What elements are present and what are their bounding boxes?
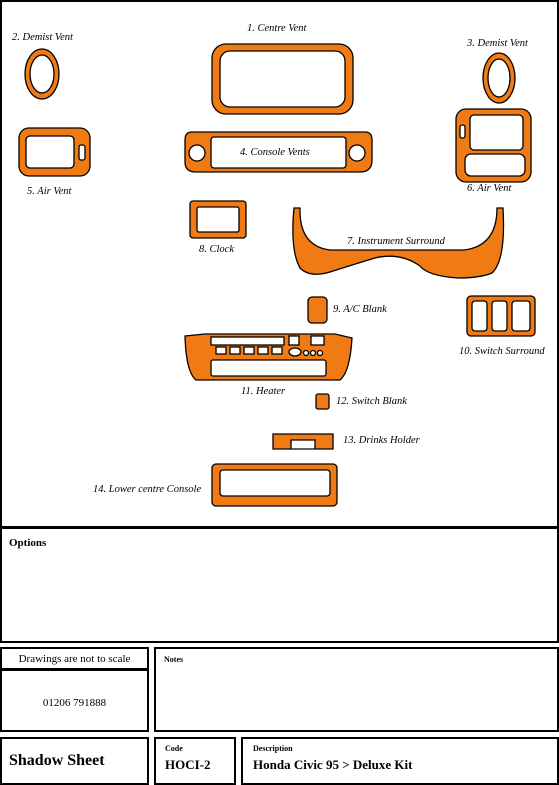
- label-demist-vent-right: 3. Demist Vent: [467, 38, 528, 49]
- part-air-vent-left-slot: [78, 144, 86, 161]
- notes-title: Notes: [164, 655, 184, 664]
- options-title: Options: [9, 537, 47, 549]
- part-air-vent-right-opening-bottom: [464, 153, 526, 177]
- label-instrument-surround: 7. Instrument Surround: [347, 236, 445, 247]
- part-air-vent-right-slot: [459, 124, 466, 139]
- part-air-vent-left-opening: [25, 135, 75, 169]
- part-lower-centre-console-opening: [219, 469, 331, 497]
- label-drinks-holder: 13. Drinks Holder: [343, 435, 420, 446]
- label-console-vents: 4. Console Vents: [240, 147, 310, 158]
- label-heater: 11. Heater: [241, 386, 286, 397]
- phone-box: 01206 791888: [0, 669, 149, 732]
- label-air-vent-left: 5. Air Vent: [27, 186, 72, 197]
- label-switch-blank: 12. Switch Blank: [336, 396, 407, 407]
- description-label: Description: [253, 744, 293, 753]
- part-heater-top-panel: [210, 336, 285, 346]
- part-console-vents-hole-right: [348, 144, 366, 162]
- part-heater-knob: [288, 347, 302, 357]
- part-drinks-holder: [272, 433, 334, 450]
- options-box: Options: [0, 527, 559, 643]
- part-demist-vent-left-opening: [29, 54, 55, 94]
- code-label: Code: [165, 744, 183, 753]
- label-switch-surround: 10. Switch Surround: [459, 346, 545, 357]
- phone-number: 01206 791888: [42, 697, 107, 709]
- label-lower-centre-console: 14. Lower centre Console: [93, 484, 202, 495]
- part-heater-control-5: [271, 346, 283, 355]
- code-value: HOCI-2: [165, 757, 211, 772]
- scale-note-box: Drawings are not to scale: [0, 647, 149, 670]
- part-heater-dial-3: [316, 349, 324, 357]
- part-ac-blank: [307, 296, 328, 324]
- part-switch-blank: [315, 393, 330, 410]
- part-heater-opening: [210, 359, 327, 377]
- part-instrument-surround: [292, 207, 505, 279]
- part-heater-button-2: [310, 335, 325, 346]
- description-box: Description Honda Civic 95 > Deluxe Kit: [241, 737, 559, 785]
- part-centre-vent-opening: [219, 50, 346, 108]
- notes-box: Notes: [154, 647, 559, 732]
- scale-note: Drawings are not to scale: [18, 653, 131, 665]
- label-air-vent-right: 6. Air Vent: [467, 183, 512, 194]
- description-value: Honda Civic 95 > Deluxe Kit: [253, 757, 413, 772]
- part-heater-dial-1: [302, 349, 310, 357]
- part-heater-control-4: [257, 346, 269, 355]
- part-clock-opening: [196, 206, 240, 233]
- part-heater-control-1: [215, 346, 227, 355]
- part-switch-surround-slot-2: [491, 300, 508, 332]
- label-ac-blank: 9. A/C Blank: [333, 304, 387, 315]
- part-heater-control-2: [229, 346, 241, 355]
- label-centre-vent: 1. Centre Vent: [247, 23, 307, 34]
- part-console-vents-opening: [210, 136, 347, 169]
- parts-drawing: [18, 43, 536, 507]
- part-heater-dial-2: [309, 349, 317, 357]
- part-demist-vent-right-opening: [487, 58, 511, 98]
- part-heater-button-1: [288, 335, 300, 346]
- label-demist-vent-left: 2. Demist Vent: [12, 32, 73, 43]
- part-console-vents-hole-left: [188, 144, 206, 162]
- part-air-vent-right-opening-top: [469, 114, 524, 151]
- part-heater-control-3: [243, 346, 255, 355]
- sheet-title: Shadow Sheet: [9, 752, 105, 769]
- part-switch-surround-slot-3: [511, 300, 531, 332]
- part-switch-surround-slot-1: [471, 300, 488, 332]
- code-box: Code HOCI-2: [154, 737, 236, 785]
- sheet-title-box: Shadow Sheet: [0, 737, 149, 785]
- label-clock: 8. Clock: [199, 244, 234, 255]
